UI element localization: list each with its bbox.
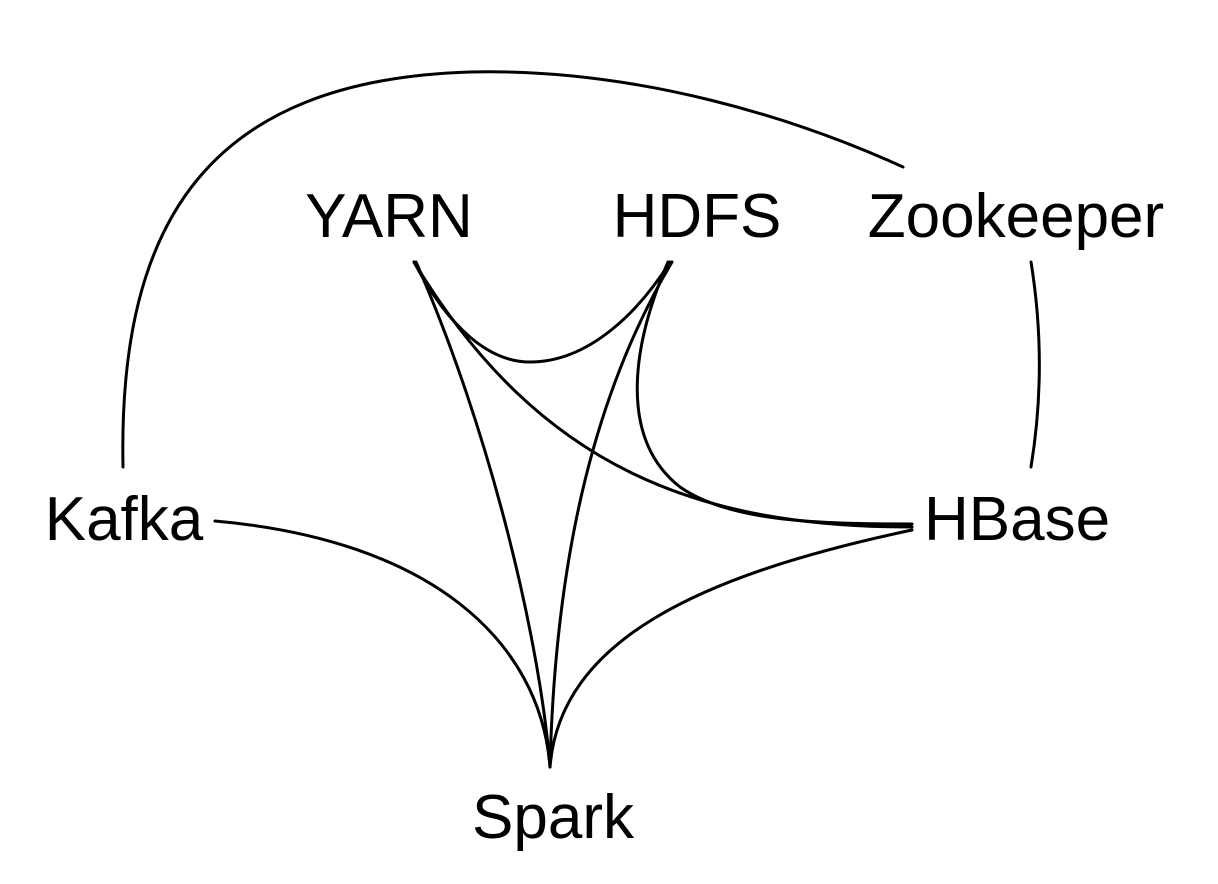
node-hdfs: HDFS (613, 182, 782, 251)
edge-hbase-spark (548, 528, 914, 769)
edge-kafka-zookeeper (121, 70, 905, 469)
edge-yarn-hbase (412, 260, 914, 529)
edge-yarn-spark (414, 260, 552, 769)
node-kafka: Kafka (45, 485, 204, 554)
node-yarn: YARN (305, 182, 473, 251)
node-zookeeper: Zookeeper (868, 182, 1164, 251)
edge-hdfs-spark (548, 260, 674, 769)
node-spark: Spark (472, 783, 635, 852)
edge-yarn-hdfs (412, 260, 672, 364)
edge-kafka-spark (213, 519, 552, 769)
edge-hdfs-hbase (635, 260, 914, 526)
edge-zookeeper-hbase (1029, 260, 1041, 469)
node-hbase: HBase (924, 485, 1110, 554)
